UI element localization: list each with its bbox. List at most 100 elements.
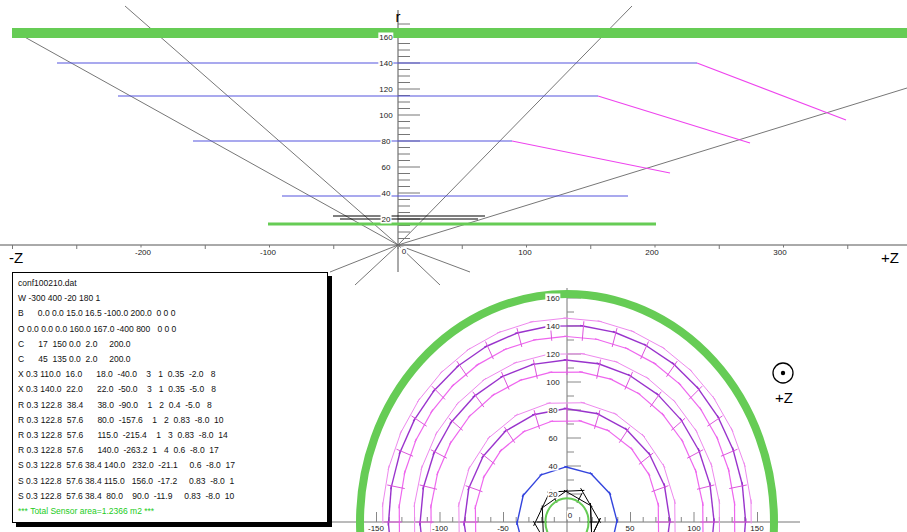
drawn-line (662, 413, 684, 442)
drawn-line (655, 517, 656, 522)
config-line: B 0.0 0.0 15.0 16.5 -100.0 200.0 0 0 0 (18, 306, 322, 321)
drawn-line (681, 517, 682, 522)
drawn-line (504, 427, 514, 443)
drawn-line (732, 522, 750, 523)
drawn-line (564, 408, 600, 414)
drawn-line (398, 180, 410, 181)
drawn-line (382, 465, 389, 507)
tick-label: 40 (548, 462, 559, 471)
config-line: R 0.3 122.8 57.6 140.0 -263.2 1 4 0.6 -8… (18, 443, 322, 458)
drawn-line (398, 160, 410, 161)
drawn-line (628, 374, 659, 395)
drawn-line (742, 482, 746, 523)
drawn-line (734, 501, 735, 532)
drawn-line (431, 471, 438, 508)
drawn-line (467, 331, 501, 350)
drawn-line (567, 452, 574, 453)
drawn-line (597, 360, 601, 379)
drawn-line (398, 69, 410, 70)
drawn-line (528, 517, 529, 522)
axis-label: -Z (8, 250, 24, 266)
drawn-line (420, 485, 437, 489)
drawn-line (437, 441, 452, 475)
drawn-line (698, 448, 710, 486)
drawn-line (435, 402, 459, 435)
tick-label: -50 (496, 524, 510, 532)
drawn-line (504, 414, 536, 433)
drawn-line (564, 467, 592, 475)
config-line: X 0.3 110.0 16.0 18.0 -40.0 3 1 0.35 -2.… (18, 367, 322, 382)
tick-label: 140 (545, 322, 560, 331)
tick-label: 60 (548, 434, 559, 443)
drawn-line (609, 492, 617, 523)
drawn-line (456, 378, 486, 405)
drawn-line (590, 472, 611, 494)
drawn-line (478, 517, 479, 522)
config-line: S 0.3 122.8 57.6 38.4 115.0 156.0 -17.2 … (18, 474, 322, 489)
axis-label: +Z (774, 390, 794, 406)
drawn-line (399, 470, 405, 508)
drawn-line (431, 450, 447, 459)
drawn-line (398, 50, 410, 51)
drawn-line (847, 245, 848, 249)
drawn-line (533, 336, 568, 340)
drawn-line (503, 512, 504, 522)
drawn-line (719, 245, 720, 249)
drawn-line (564, 360, 601, 364)
axis-label: r (395, 9, 402, 25)
drawn-line (728, 468, 735, 506)
drawn-line (414, 502, 415, 532)
tick-label: 20 (381, 215, 392, 224)
drawn-line (464, 486, 469, 525)
drawn-line (462, 245, 463, 249)
drawn-line (517, 494, 524, 525)
drawn-line (564, 336, 599, 339)
drawn-line (567, 480, 574, 481)
drawn-line (398, 102, 410, 103)
drawn-line (567, 438, 581, 439)
drawn-line (458, 466, 469, 506)
tick-label: 150 (749, 524, 764, 532)
drawn-line (579, 372, 613, 380)
drawn-line (694, 512, 695, 522)
drawn-line (567, 340, 574, 341)
drawn-line (700, 522, 718, 523)
drawn-line (449, 415, 470, 445)
drawn-line (468, 436, 490, 471)
tick-label: 140 (378, 59, 393, 68)
drawn-line (581, 402, 618, 415)
tick-label: 80 (381, 137, 392, 146)
drawn-line (451, 364, 479, 387)
drawn-line (398, 115, 420, 116)
tick-label: 160 (378, 33, 393, 42)
drawn-line (609, 378, 640, 394)
drawn-line (398, 245, 399, 249)
drawn-line (399, 418, 415, 455)
drawn-line (398, 147, 410, 148)
drawn-line (398, 199, 410, 200)
drawn-line (399, 504, 400, 532)
drawn-line (473, 392, 484, 407)
drawn-line (597, 363, 632, 376)
drawn-line (713, 396, 733, 432)
drawn-line (398, 206, 410, 207)
drawn-line (423, 451, 435, 490)
drawn-line (567, 466, 581, 467)
drawn-line (398, 167, 420, 168)
drawn-line (695, 429, 712, 467)
drawn-line (420, 485, 424, 525)
drawn-line (514, 403, 550, 417)
drawn-line (466, 486, 483, 492)
drawn-line (579, 420, 610, 431)
tick-label: 50 (625, 524, 636, 532)
tick-label: 100 (545, 378, 560, 387)
drawn-line (613, 332, 648, 346)
drawn-line (721, 449, 738, 456)
drawn-line (517, 328, 522, 347)
drawn-line (452, 517, 453, 522)
drawn-line (567, 508, 574, 509)
config-line: *** Total Sensor area=1.2366 m2 *** (18, 504, 322, 519)
drawn-line (689, 386, 702, 399)
drawn-line (440, 348, 470, 374)
drawn-line (649, 452, 666, 487)
